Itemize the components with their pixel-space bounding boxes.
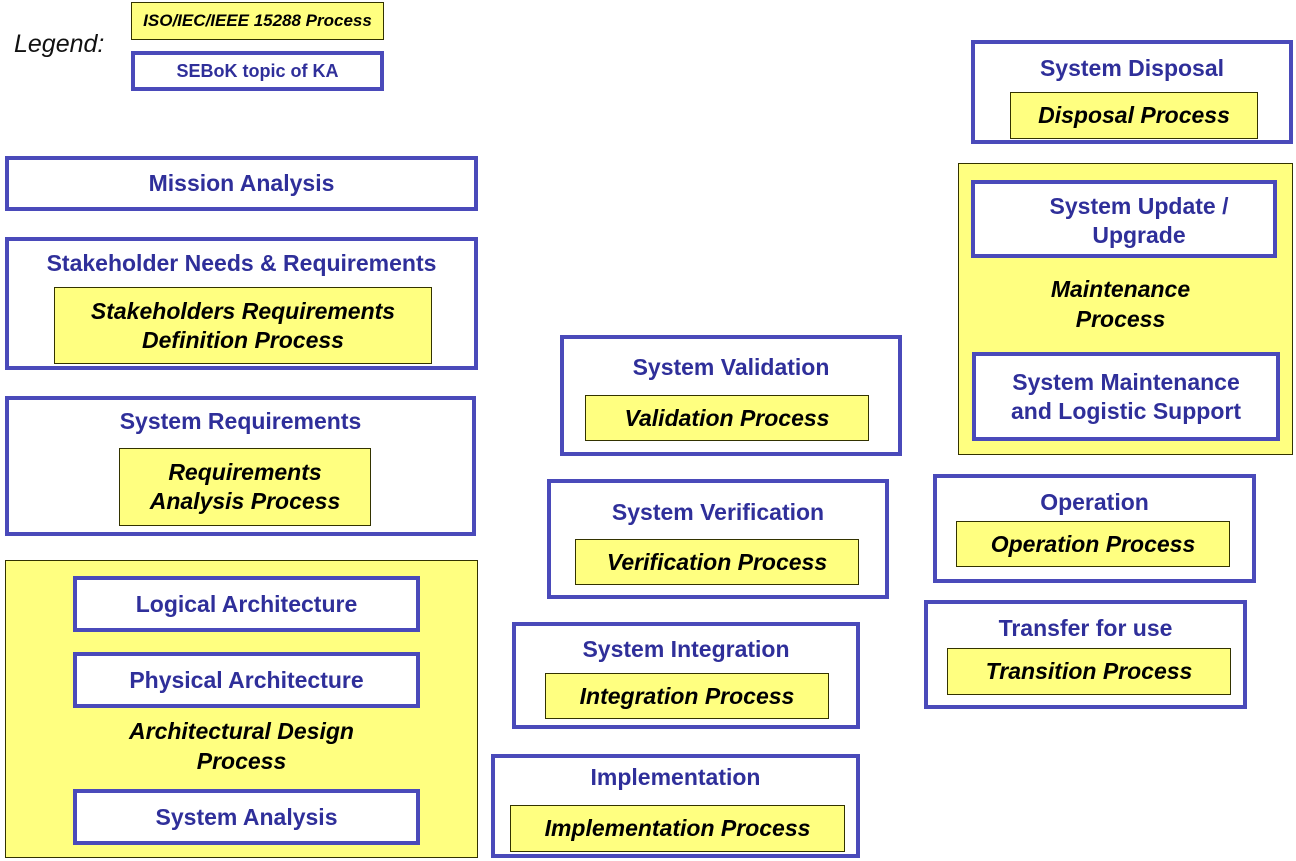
topic-system-maintenance-logistic: System Maintenance and Logistic Support [972, 352, 1280, 441]
process-stakeholder-line1: Stakeholders Requirements [90, 297, 396, 324]
topic-system-requirements: System Requirements Requirements Analysi… [5, 396, 476, 536]
topic-mission-analysis-label: Mission Analysis [148, 170, 335, 196]
topic-operation: Operation Operation Process [933, 474, 1256, 583]
process-architectural-design: Logical Architecture Physical Architectu… [5, 560, 478, 858]
topic-operation-label: Operation [1040, 489, 1149, 515]
process-integration-label: Integration Process [579, 682, 795, 709]
topic-support-line2: and Logistic Support [1011, 398, 1241, 424]
process-integration: Integration Process [545, 673, 829, 719]
process-verification: Verification Process [575, 539, 859, 585]
process-validation-label: Validation Process [624, 404, 830, 431]
topic-system-validation-label: System Validation [632, 354, 830, 380]
process-architectural-design-label: Architectural Design Process [6, 716, 477, 776]
topic-system-validation: System Validation Validation Process [560, 335, 902, 456]
topic-update-line2: Upgrade [1092, 222, 1186, 248]
process-architectural-line2: Process [196, 748, 287, 774]
process-maintenance-line2: Process [1075, 306, 1166, 332]
topic-transfer-label: Transfer for use [998, 615, 1173, 641]
topic-logical-architecture: Logical Architecture [73, 576, 420, 632]
topic-physical-architecture-label: Physical Architecture [129, 666, 364, 693]
topic-system-requirements-label: System Requirements [119, 408, 362, 434]
legend-process-text: ISO/IEC/IEEE 15288 Process [143, 11, 372, 30]
process-transition-label: Transition Process [985, 658, 1193, 684]
process-disposal-label: Disposal Process [1038, 102, 1230, 128]
topic-implementation: Implementation Implementation Process [491, 754, 860, 858]
process-disposal: Disposal Process [1010, 92, 1258, 139]
process-architectural-line1: Architectural Design [129, 718, 354, 744]
legend-topic-sample: SEBoK topic of KA [131, 51, 384, 91]
process-transition: Transition Process [947, 648, 1231, 695]
process-implementation: Implementation Process [510, 805, 845, 852]
topic-system-maintenance-label: System Maintenance and Logistic Support [976, 368, 1276, 426]
process-operation: Operation Process [956, 521, 1230, 567]
topic-logical-architecture-label: Logical Architecture [135, 590, 358, 617]
process-requirements-analysis: Requirements Analysis Process [119, 448, 371, 526]
process-stakeholder-requirements: Stakeholders Requirements Definition Pro… [54, 287, 432, 364]
process-validation: Validation Process [585, 395, 869, 441]
topic-stakeholder-needs-label: Stakeholder Needs & Requirements [46, 250, 437, 276]
process-implementation-label: Implementation Process [544, 815, 811, 841]
topic-system-analysis-label: System Analysis [155, 803, 338, 830]
topic-system-integration: System Integration Integration Process [512, 622, 860, 729]
process-reqanalysis-line1: Requirements [168, 459, 322, 485]
legend-process-sample: ISO/IEC/IEEE 15288 Process [131, 2, 384, 40]
topic-system-update-label: System Update / Upgrade [975, 192, 1273, 250]
topic-support-line1: System Maintenance [1012, 369, 1240, 395]
topic-update-line1: System Update / [1049, 193, 1229, 219]
topic-transfer-for-use: Transfer for use Transition Process [924, 600, 1247, 709]
topic-mission-analysis: Mission Analysis [5, 156, 478, 211]
process-maintenance-line1: Maintenance [1050, 276, 1191, 302]
topic-system-analysis: System Analysis [73, 789, 420, 845]
topic-implementation-label: Implementation [590, 764, 761, 790]
topic-system-verification: System Verification Verification Process [547, 479, 889, 599]
process-maintenance-label: Maintenance Process [959, 274, 1292, 334]
topic-system-integration-label: System Integration [582, 636, 790, 662]
topic-stakeholder-needs: Stakeholder Needs & Requirements Stakeho… [5, 237, 478, 370]
process-reqanalysis-line2: Analysis Process [149, 488, 341, 514]
process-maintenance: System Update / Upgrade Maintenance Proc… [958, 163, 1293, 455]
topic-physical-architecture: Physical Architecture [73, 652, 420, 708]
process-verification-label: Verification Process [606, 548, 828, 575]
process-stakeholder-line2: Definition Process [142, 326, 344, 353]
process-operation-label: Operation Process [990, 530, 1196, 557]
legend-topic-text: SEBoK topic of KA [176, 60, 339, 81]
topic-system-update-upgrade: System Update / Upgrade [971, 180, 1277, 258]
topic-system-verification-label: System Verification [611, 499, 825, 525]
legend-label: Legend: [14, 30, 105, 58]
topic-system-disposal: System Disposal Disposal Process [971, 40, 1293, 144]
topic-system-disposal-label: System Disposal [1039, 55, 1225, 81]
